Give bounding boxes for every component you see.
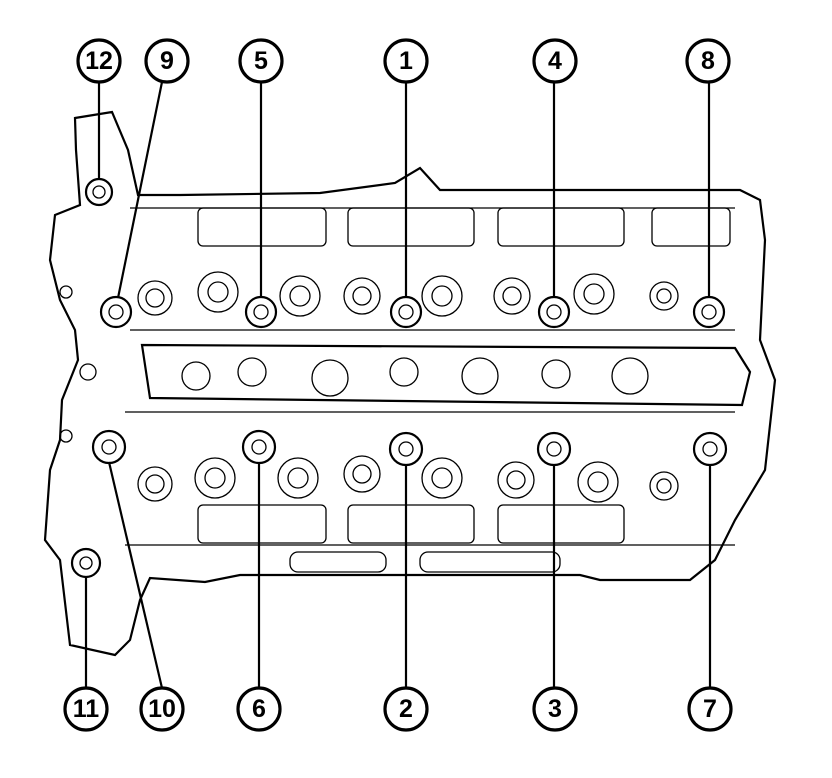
callouts-bottom: 11 10 6 2 3 7 <box>63 686 733 732</box>
callout-label: 1 <box>399 47 413 75</box>
bolt-icon <box>99 295 133 329</box>
callout-5: 5 <box>238 38 284 84</box>
callout-10: 10 <box>139 686 185 732</box>
callout-12: 12 <box>76 38 122 84</box>
valve-spring-icon <box>137 271 679 317</box>
callouts-top: 12 9 5 1 4 8 <box>76 38 731 84</box>
callout-9: 9 <box>144 38 190 84</box>
center-gallery <box>140 343 752 407</box>
callout-label: 7 <box>703 695 717 723</box>
bolt-heads <box>70 177 728 579</box>
bolt-icon <box>537 295 571 329</box>
callout-7: 7 <box>687 686 733 732</box>
callout-2: 2 <box>383 686 429 732</box>
callout-label: 10 <box>148 695 176 723</box>
cylinder-head-outline <box>43 110 777 657</box>
cylinder-head <box>43 110 777 657</box>
bolt-icon <box>244 295 278 329</box>
bolt-icon <box>389 295 423 329</box>
callout-1: 1 <box>383 38 429 84</box>
callout-label: 3 <box>548 695 562 723</box>
callout-label: 6 <box>252 695 266 723</box>
callout-label: 5 <box>254 47 268 75</box>
callout-4: 4 <box>532 38 578 84</box>
callout-6: 6 <box>236 686 282 732</box>
bolt-icon <box>692 431 728 467</box>
callout-label: 11 <box>73 695 100 723</box>
valve-spring-icon <box>137 455 679 503</box>
bolt-icon <box>536 431 572 467</box>
callout-label: 8 <box>701 47 715 75</box>
valve-springs <box>137 271 679 503</box>
callout-label: 2 <box>399 695 413 723</box>
bolt-icon <box>692 295 726 329</box>
callout-label: 4 <box>548 47 562 75</box>
callout-label: 9 <box>160 47 174 75</box>
bolt-icon <box>388 431 424 467</box>
callout-3: 3 <box>532 686 578 732</box>
leader-lines <box>84 81 712 689</box>
callout-8: 8 <box>685 38 731 84</box>
bolt-icon <box>70 547 102 579</box>
callout-11: 11 <box>63 686 109 732</box>
bolt-icon <box>91 429 127 465</box>
callout-label: 12 <box>85 47 113 75</box>
bolt-icon <box>241 429 277 465</box>
bolt-icon <box>84 177 114 207</box>
